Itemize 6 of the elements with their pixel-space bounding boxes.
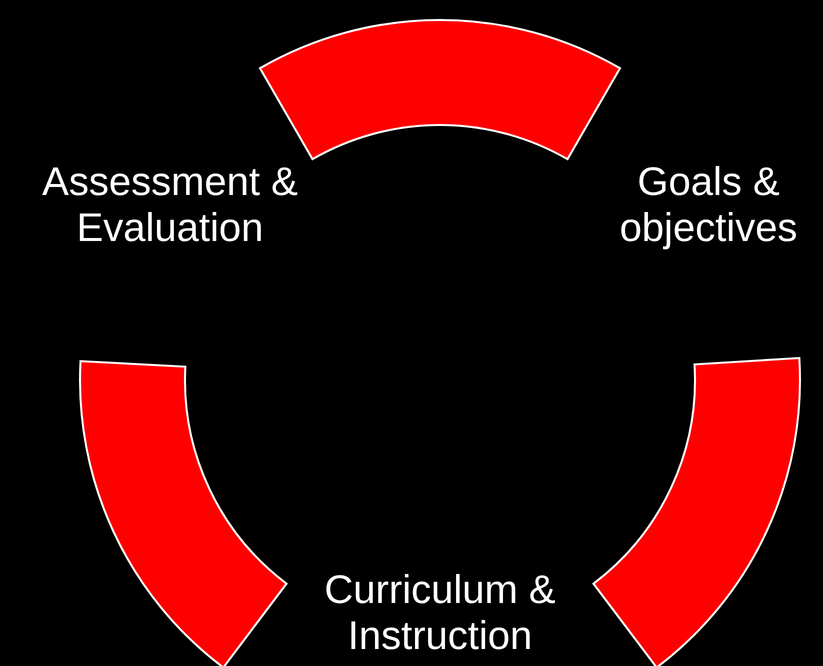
cycle-step-label: Curriculum & Instruction: [323, 567, 557, 659]
cycle-step-label: Goals & objectives: [618, 159, 798, 251]
cycle-step-label: Assessment & Evaluation: [41, 159, 299, 251]
cycle-arc: [259, 20, 621, 160]
cycle-arc: [80, 360, 288, 666]
cycle-arc: [592, 357, 800, 666]
